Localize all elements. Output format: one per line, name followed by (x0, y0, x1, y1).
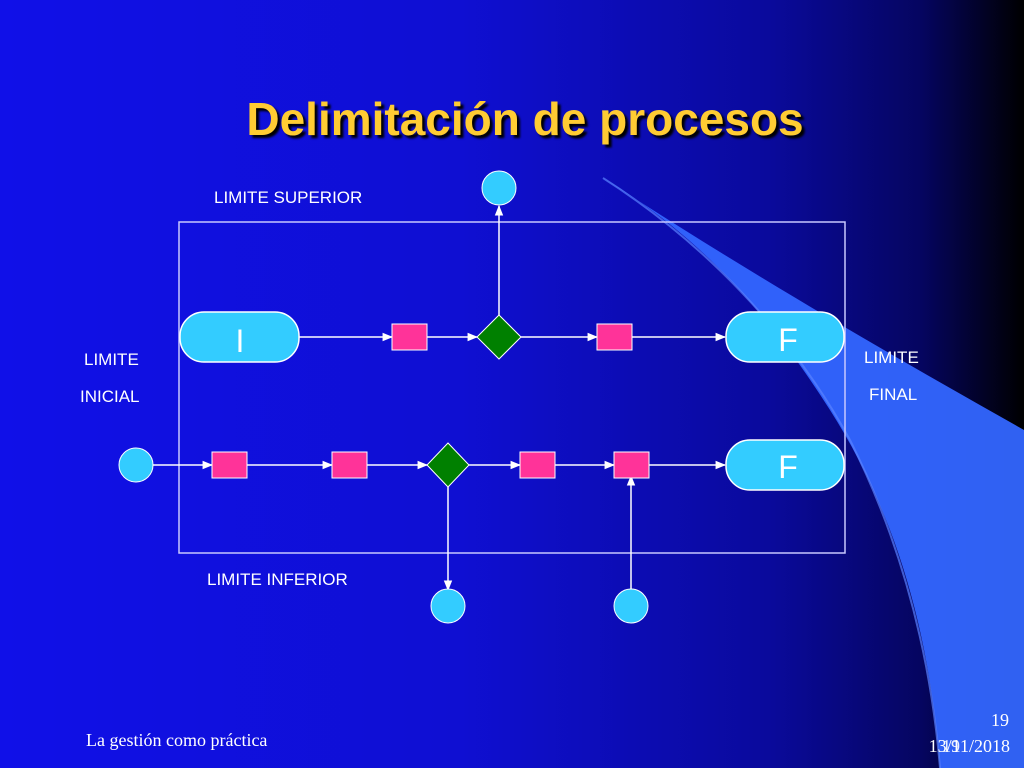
decision-diamond (476, 314, 522, 360)
swoosh-shape (603, 178, 1024, 768)
end-terminal-bottom-label: F (778, 449, 798, 485)
activity-box (519, 451, 556, 479)
connector-circle-bottom-right (613, 588, 649, 624)
connector-circle-left (118, 447, 154, 483)
decision-diamond (426, 442, 470, 488)
swoosh-edge (602, 177, 941, 768)
activity-box (613, 451, 650, 479)
label-final-limit-line1: LIMITE (864, 348, 919, 367)
slide-title: Delimitación de procesos (246, 93, 804, 145)
start-terminal (179, 311, 300, 363)
label-upper-limit: LIMITE SUPERIOR (214, 188, 363, 207)
footer-date-overlay: 19 (942, 736, 960, 756)
label-lower-limit: LIMITE INFERIOR (207, 570, 348, 589)
label-final-limit-line2: FINAL (869, 385, 918, 404)
connector-circle-top (481, 170, 517, 206)
label-initial-limit-line1: LIMITE (84, 350, 139, 369)
end-terminal-bottom (725, 439, 845, 491)
start-terminal-label: I (236, 323, 245, 359)
activity-box (331, 451, 368, 479)
footer-date: 13/11/2018 (928, 736, 1010, 756)
end-terminal-top-label: F (778, 322, 798, 358)
activity-box (211, 451, 248, 479)
process-boundary-box (178, 221, 846, 554)
connector-circle-bottom-left (430, 588, 466, 624)
end-terminal-top (725, 311, 845, 363)
activity-box (596, 323, 633, 351)
footer-text: La gestión como práctica (86, 730, 268, 750)
label-initial-limit-line2: INICIAL (80, 387, 140, 406)
activity-box (391, 323, 428, 351)
page-number: 19 (991, 710, 1009, 730)
